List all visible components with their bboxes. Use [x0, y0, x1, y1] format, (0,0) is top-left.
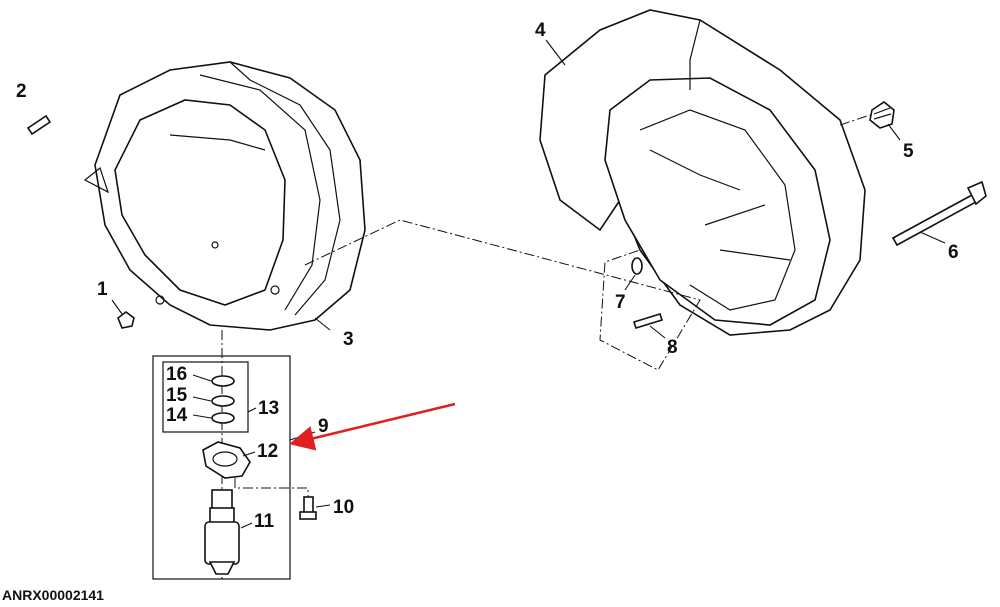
- housing-part-4: [539, 9, 866, 336]
- solenoid-part-11: [204, 489, 240, 575]
- housing-part-3: [83, 61, 366, 331]
- ring-part-7: [631, 257, 643, 275]
- alignment-line-bolt10: [234, 478, 309, 498]
- kit-box-9: [152, 355, 291, 580]
- callout-2: 2: [16, 81, 27, 102]
- callout-11: 11: [254, 511, 275, 532]
- callout-16: 16: [166, 364, 187, 385]
- nut-part-1: [117, 311, 135, 329]
- callout-8: 8: [667, 337, 678, 358]
- callout-15: 15: [166, 385, 188, 406]
- reference-code: ANRX00002141: [2, 587, 104, 603]
- highlight-arrow: [289, 402, 456, 451]
- callout-4: 4: [535, 20, 546, 41]
- callout-12: 12: [257, 441, 278, 462]
- callout-7: 7: [615, 292, 626, 313]
- callout-13: 13: [258, 398, 279, 419]
- bolt-part-10: [299, 496, 317, 520]
- callout-3: 3: [343, 329, 354, 350]
- bolt-part-6: [891, 180, 987, 247]
- callout-1: 1: [97, 279, 108, 300]
- pin-part-8: [632, 313, 664, 329]
- plate-part-12: [202, 441, 251, 479]
- alignment-line-bolt6: [839, 114, 871, 126]
- plug-part-5: [869, 101, 895, 129]
- callout-14: 14: [166, 405, 188, 426]
- callout-9: 9: [318, 416, 329, 437]
- callout-5: 5: [903, 141, 914, 162]
- callout-10: 10: [333, 497, 354, 518]
- kit-box-13: [162, 361, 249, 433]
- pin-part-2: [26, 114, 52, 136]
- callout-6: 6: [948, 242, 959, 263]
- o-rings: [211, 375, 235, 424]
